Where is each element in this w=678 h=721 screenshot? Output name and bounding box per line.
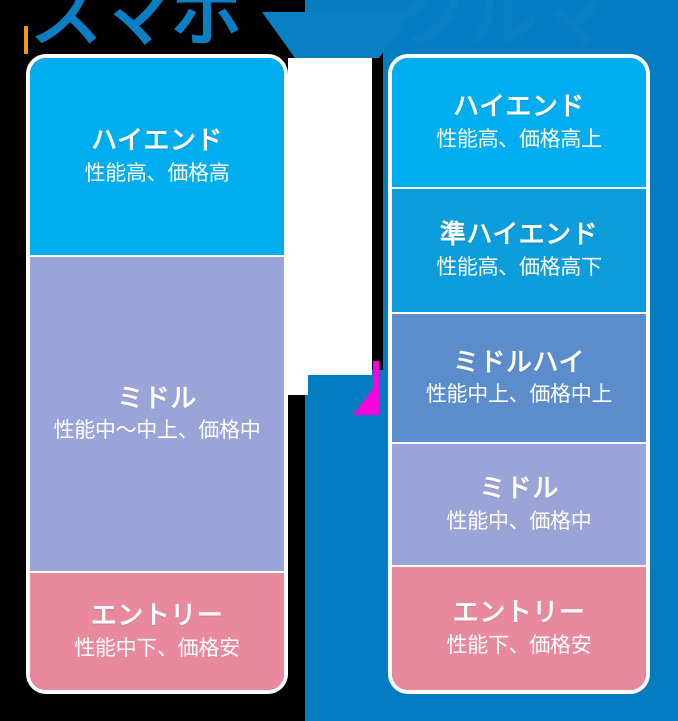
left-tier-highend-title: ハイエンド <box>91 126 223 157</box>
left-tier-entry[interactable]: エントリー 性能中下、価格安 <box>30 573 284 690</box>
left-tier-middle-desc: 性能中〜中上、価格中 <box>53 418 261 443</box>
transition-arrow-icon <box>353 361 381 415</box>
arrow-triangle-shape <box>353 361 379 415</box>
left-tier-highend[interactable]: ハイエンド 性能高、価格高 <box>30 58 284 257</box>
right-tier-middlehigh-desc: 性能中上、価格中上 <box>425 382 613 407</box>
right-tier-middlehigh-title: ミドルハイ <box>453 347 585 378</box>
header-title-left: スマホ <box>30 0 242 57</box>
right-tier-middlehigh[interactable]: ミドルハイ 性能中上、価格中上 <box>392 314 646 444</box>
left-tier-entry-title: エントリー <box>90 601 224 632</box>
right-tier-highend-desc: 性能高、価格高上 <box>436 126 602 151</box>
right-tier-subhighend-desc: 性能高、価格高下 <box>436 254 602 279</box>
right-tier-entry[interactable]: エントリー 性能下、価格安 <box>392 567 646 690</box>
header-connector-shape <box>262 12 412 58</box>
right-tier-highend-title: ハイエンド <box>453 92 585 123</box>
backdrop-step-shape <box>288 375 308 395</box>
right-tier-subhighend[interactable]: 準ハイエンド 性能高、価格高下 <box>392 189 646 314</box>
right-tier-middle-desc: 性能中、価格中 <box>446 508 592 533</box>
right-tier-subhighend-title: 準ハイエンド <box>439 220 599 251</box>
right-lineup-card: ハイエンド 性能高、価格高上 準ハイエンド 性能高、価格高下 ミドルハイ 性能中… <box>392 58 646 690</box>
arrow-orange-bar-icon <box>24 26 28 54</box>
backdrop-notch-white-gap <box>288 58 372 375</box>
right-tier-entry-desc: 性能下、価格安 <box>446 632 592 657</box>
left-tier-highend-desc: 性能高、価格高 <box>84 160 230 185</box>
left-tier-middle-title: ミドル <box>117 383 197 414</box>
right-tier-middle-title: ミドル <box>479 474 559 505</box>
right-tier-entry-title: エントリー <box>452 598 586 629</box>
right-tier-highend[interactable]: ハイエンド 性能高、価格高上 <box>392 58 646 189</box>
left-tier-entry-desc: 性能中下、価格安 <box>74 635 240 660</box>
left-lineup-card: ハイエンド 性能高、価格高 ミドル 性能中〜中上、価格中 エントリー 性能中下、… <box>30 58 284 690</box>
header-title-band: スマホ クルマ <box>0 0 678 58</box>
left-tier-middle[interactable]: ミドル 性能中〜中上、価格中 <box>30 257 284 573</box>
right-tier-middle[interactable]: ミドル 性能中、価格中 <box>392 444 646 567</box>
header-title-right: クルマ <box>398 0 610 57</box>
